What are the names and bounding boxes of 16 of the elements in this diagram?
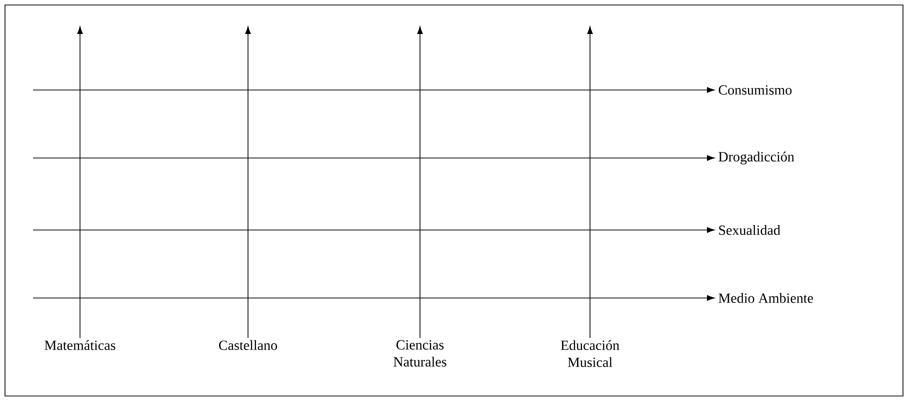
arrow	[245, 26, 251, 338]
axis-label: Sexualidad	[719, 225, 780, 235]
axis-label: Medio Ambiente	[718, 293, 813, 303]
axis-label: Ciencias Naturales	[394, 340, 446, 367]
axis-label: Consumismo	[718, 85, 792, 95]
axis-label: Educación Musical	[560, 340, 620, 368]
arrow	[77, 26, 83, 338]
arrow	[32, 295, 715, 301]
axis-label: Matemáticas	[44, 340, 116, 350]
arrow	[587, 26, 593, 338]
arrow	[32, 227, 715, 233]
arrow	[32, 155, 715, 161]
axis-label: Castellano	[219, 340, 278, 350]
axis-label: Drogadicción	[718, 152, 794, 164]
arrow	[417, 26, 423, 338]
arrow	[32, 87, 715, 93]
